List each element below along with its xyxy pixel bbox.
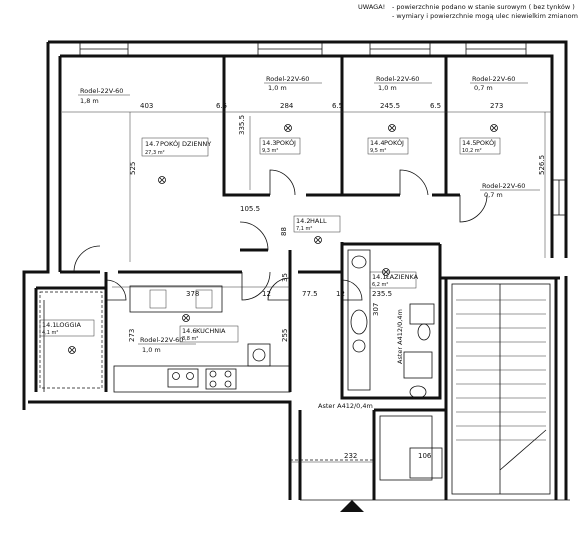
light-fixture-icon <box>490 124 498 132</box>
dim-335-5: 335.5 <box>238 115 246 135</box>
room-living-name: POKÓJ DZIENNY <box>160 139 211 148</box>
radiator-living: Rodel-22V-60 1,8 m <box>78 87 130 105</box>
room-kitchen-area: 8,8 m² <box>182 336 198 342</box>
room-loggia-number: 14.1 <box>42 321 56 329</box>
room-hall-number: 14.2 <box>296 217 310 225</box>
radiator-bath-name: Aster A412/0,4m <box>396 309 404 364</box>
room-loggia-name: LOGGIA <box>56 321 81 329</box>
room-room5-number: 14.5 <box>462 139 476 147</box>
dimension-lines <box>62 111 552 463</box>
room-room3-area: 9,3 m² <box>262 148 278 154</box>
dim-35: 35 <box>281 273 289 282</box>
room-bath-area: 6,2 m² <box>372 282 388 288</box>
loggia-area <box>39 291 103 392</box>
note-line-2: - wymiary i powierzchnie mogą ulec niewi… <box>392 12 578 20</box>
light-fixture-icons <box>68 124 498 354</box>
dim-245-5: 245.5 <box>380 102 400 110</box>
dim-6-5-b: 6.5 <box>332 102 343 110</box>
radiator-room4: Rodel-22V-60 1,0 m <box>374 75 432 92</box>
room-bath-number: 14.1 <box>372 273 386 281</box>
light-fixture-icon <box>182 314 190 322</box>
dim-273: 273 <box>490 102 503 110</box>
radiator-room3-name: Rodel-22V-60 <box>266 75 309 83</box>
radiator-side-name: Rodel-22V-60 <box>482 182 525 190</box>
room-label-bath: 14.1 ŁAZIENKA 6,2 m² <box>369 271 419 289</box>
radiator-room5-name: Rodel-22V-60 <box>472 75 515 83</box>
dim-106: 106 <box>418 452 432 460</box>
dim-6-5-c: 6.5 <box>430 102 441 110</box>
room-living-number: 14.7 <box>145 140 159 148</box>
dim-105-5: 105.5 <box>240 205 260 213</box>
radiator-hall-name: Aster A412/0,4m <box>318 402 373 410</box>
room-label-room5: 14.5 POKÓJ 10,2 m² <box>459 137 501 155</box>
staircase <box>451 283 551 495</box>
radiator-kitchen-length: 1,0 m <box>142 346 161 354</box>
room-living-area: 27,3 m² <box>145 150 165 156</box>
radiator-room3: Rodel-22V-60 1,0 m <box>264 75 322 92</box>
radiator-room4-length: 1,0 m <box>378 84 397 92</box>
dim-526-5: 526.5 <box>538 155 546 175</box>
kitchen-fixtures <box>113 285 291 393</box>
dim-12-b: 12 <box>336 290 345 298</box>
room-label-room4: 14.4 POKÓJ 9,5 m² <box>367 137 409 155</box>
room-room5-name: POKÓJ <box>476 138 496 147</box>
radiator-kitchen-name: Rodel-22V-60 <box>140 336 183 344</box>
dim-255: 255 <box>281 329 289 342</box>
light-fixture-icon <box>388 124 396 132</box>
room-kitchen-number: 14.6 <box>182 327 196 335</box>
note-heading: UWAGA! <box>358 3 386 11</box>
room-label-loggia: 14.1 LOGGIA 4,1 m² <box>39 319 95 337</box>
room-label-room3: 14.3 POKÓJ 9,3 m² <box>259 137 301 155</box>
room-room5-area: 10,2 m² <box>462 148 482 154</box>
room-loggia-area: 4,1 m² <box>42 330 58 336</box>
dim-77-5: 77.5 <box>302 290 318 298</box>
dim-284: 284 <box>280 102 294 110</box>
room-hall-area: 7,1 m² <box>296 226 312 232</box>
partitions <box>34 56 560 500</box>
dim-235-5: 235.5 <box>372 290 392 298</box>
room-kitchen-name: KUCHNIA <box>196 327 226 335</box>
room-room4-area: 9,5 m² <box>370 148 386 154</box>
dim-88: 88 <box>280 227 288 236</box>
radiator-side: Rodel-22V-60 0,7 m <box>480 182 540 199</box>
radiator-living-length: 1,8 m <box>80 97 99 105</box>
light-fixture-icon <box>314 236 322 244</box>
room-labels: 14.7 POKÓJ DZIENNY 27,3 m² 14.3 POKÓJ 9,… <box>39 137 501 343</box>
radiator-living-name: Rodel-22V-60 <box>80 87 123 95</box>
room-label-kitchen: 14.6 KUCHNIA 8,8 m² <box>179 325 239 343</box>
light-fixture-icon <box>284 124 292 132</box>
radiator-room5-length: 0,7 m <box>474 84 493 92</box>
note-line-1: - powierzchnie podano w stanie surowym (… <box>392 3 575 11</box>
dim-525: 525 <box>129 162 137 175</box>
light-fixture-icon <box>158 176 166 184</box>
room-room3-name: POKÓJ <box>276 138 296 147</box>
room-room4-name: POKÓJ <box>384 138 404 147</box>
radiator-side-length: 0,7 m <box>484 191 503 199</box>
dim-378: 378 <box>186 290 199 298</box>
room-label-hall: 14.2 HALL 7,1 m² <box>293 215 341 233</box>
lower-corridor <box>290 447 570 501</box>
room-room4-number: 14.4 <box>370 139 384 147</box>
dimension-labels: 403 6.5 284 6.5 245.5 6.5 273 335.5 525 … <box>128 102 546 460</box>
dim-273-b: 273 <box>128 329 136 342</box>
radiator-kitchen: Rodel-22V-60 1,0 m <box>138 336 196 354</box>
room-bath-name: ŁAZIENKA <box>385 273 419 281</box>
room-label-living: 14.7 POKÓJ DZIENNY 27,3 m² <box>141 137 211 157</box>
outer-walls <box>22 40 568 500</box>
radiator-labels: Rodel-22V-60 1,8 m Rodel-22V-60 1,0 m Ro… <box>78 75 540 410</box>
dim-307: 307 <box>372 303 380 316</box>
radiator-room5: Rodel-22V-60 0,7 m <box>470 75 528 92</box>
radiator-room4-name: Rodel-22V-60 <box>376 75 419 83</box>
room-room3-number: 14.3 <box>262 139 276 147</box>
light-fixture-icon <box>68 346 76 354</box>
entrance-arrow-icon <box>340 500 364 512</box>
dim-403: 403 <box>140 102 153 110</box>
bathroom-fixtures <box>347 249 435 481</box>
dim-6-5-a: 6.5 <box>216 102 227 110</box>
dim-12-a: 12 <box>262 290 271 298</box>
radiator-room3-length: 1,0 m <box>268 84 287 92</box>
dim-232: 232 <box>344 452 357 460</box>
room-hall-name: HALL <box>310 217 327 225</box>
